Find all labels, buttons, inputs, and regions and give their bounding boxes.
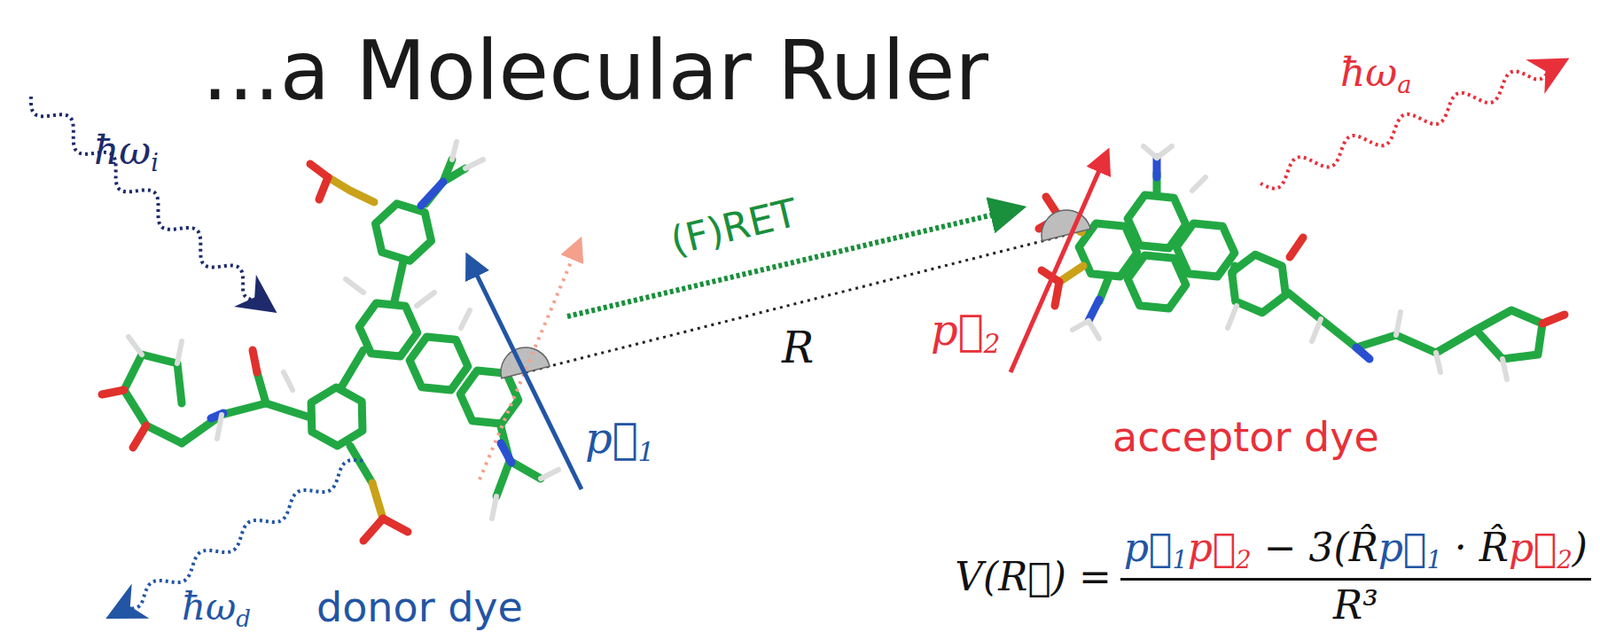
bond — [540, 469, 559, 479]
bond — [372, 483, 383, 519]
formula-term: V(R⃗) = — [954, 555, 1112, 599]
bond — [460, 310, 470, 328]
bond — [341, 350, 364, 388]
dipole-formula: V(R⃗) =p⃗1p⃗2 − 3(R̂p⃗1 · R̂p⃗2) R³ — [954, 526, 1592, 627]
bond — [1311, 319, 1321, 342]
dye-label: donor dye — [316, 586, 523, 628]
photon-label: ħωa — [1340, 53, 1412, 97]
bond — [1475, 310, 1543, 360]
donor-dipole-arrow — [468, 257, 582, 490]
photon-waves — [31, 65, 1556, 612]
bond — [181, 403, 308, 444]
bond — [350, 445, 373, 484]
bond — [327, 177, 375, 203]
bond — [345, 279, 364, 293]
bond — [1232, 254, 1287, 313]
bond — [374, 203, 431, 261]
bond — [363, 518, 383, 541]
formula-term: p⃗1p⃗2 − 3(R̂p⃗1 · R̂p⃗2) — [1123, 526, 1588, 574]
bond — [1227, 305, 1237, 328]
bond — [491, 496, 497, 519]
slide-title: ...a Molecular Ruler — [202, 26, 989, 117]
photon-label: ħωd — [181, 588, 251, 631]
bond — [311, 387, 363, 446]
bond — [283, 372, 293, 391]
bond — [460, 370, 519, 424]
bond — [359, 303, 418, 357]
bond — [496, 460, 510, 497]
bond — [1502, 359, 1507, 380]
bond — [1072, 320, 1089, 330]
donor-dye: donor dye — [79, 159, 568, 632]
photon-wave — [1260, 65, 1556, 189]
photon-wave — [31, 96, 265, 305]
bond — [1542, 314, 1565, 324]
bond — [1156, 146, 1172, 158]
bond — [1176, 223, 1235, 277]
photon-label: ħωi — [93, 131, 159, 175]
fraction-bar — [1120, 577, 1592, 581]
bond — [465, 159, 484, 169]
bond — [1088, 299, 1100, 321]
bond — [416, 292, 435, 306]
bond — [132, 425, 147, 448]
bond — [257, 372, 266, 404]
bond — [1153, 157, 1162, 178]
bond — [1078, 223, 1138, 277]
emission-dipole — [479, 241, 580, 480]
dye-label: acceptor dye — [1112, 416, 1380, 458]
bond — [1192, 177, 1206, 191]
bond — [394, 261, 404, 302]
bond — [500, 443, 512, 463]
bond — [128, 336, 142, 355]
bond — [421, 181, 444, 206]
distance-label: R — [781, 326, 814, 369]
bond — [1289, 237, 1304, 258]
bond — [1356, 347, 1370, 360]
bond — [319, 177, 328, 200]
bond — [382, 518, 408, 532]
bond — [1396, 312, 1401, 336]
bond — [1127, 255, 1187, 309]
bond — [409, 336, 469, 391]
acceptor-dipole-arrow — [1010, 152, 1108, 373]
bond — [1287, 292, 1476, 353]
bond — [1232, 265, 1235, 275]
acceptor-dye: acceptor dye — [1019, 150, 1592, 461]
bond — [452, 141, 457, 160]
dye-molecules — [101, 141, 1565, 541]
distance-line — [525, 234, 1067, 373]
bond — [1436, 352, 1441, 373]
bond — [177, 341, 182, 364]
formula-term: R³ — [1333, 584, 1379, 627]
dipole-label: p⃗1 — [585, 416, 655, 466]
bond — [101, 390, 125, 395]
bond — [1054, 281, 1060, 306]
dipole-label: p⃗2 — [930, 308, 1000, 358]
bond — [124, 354, 182, 444]
bond — [1059, 265, 1084, 282]
bond — [217, 414, 222, 439]
bond — [252, 350, 258, 373]
bond — [1088, 320, 1100, 339]
edge-label: (F)RET — [667, 192, 802, 260]
